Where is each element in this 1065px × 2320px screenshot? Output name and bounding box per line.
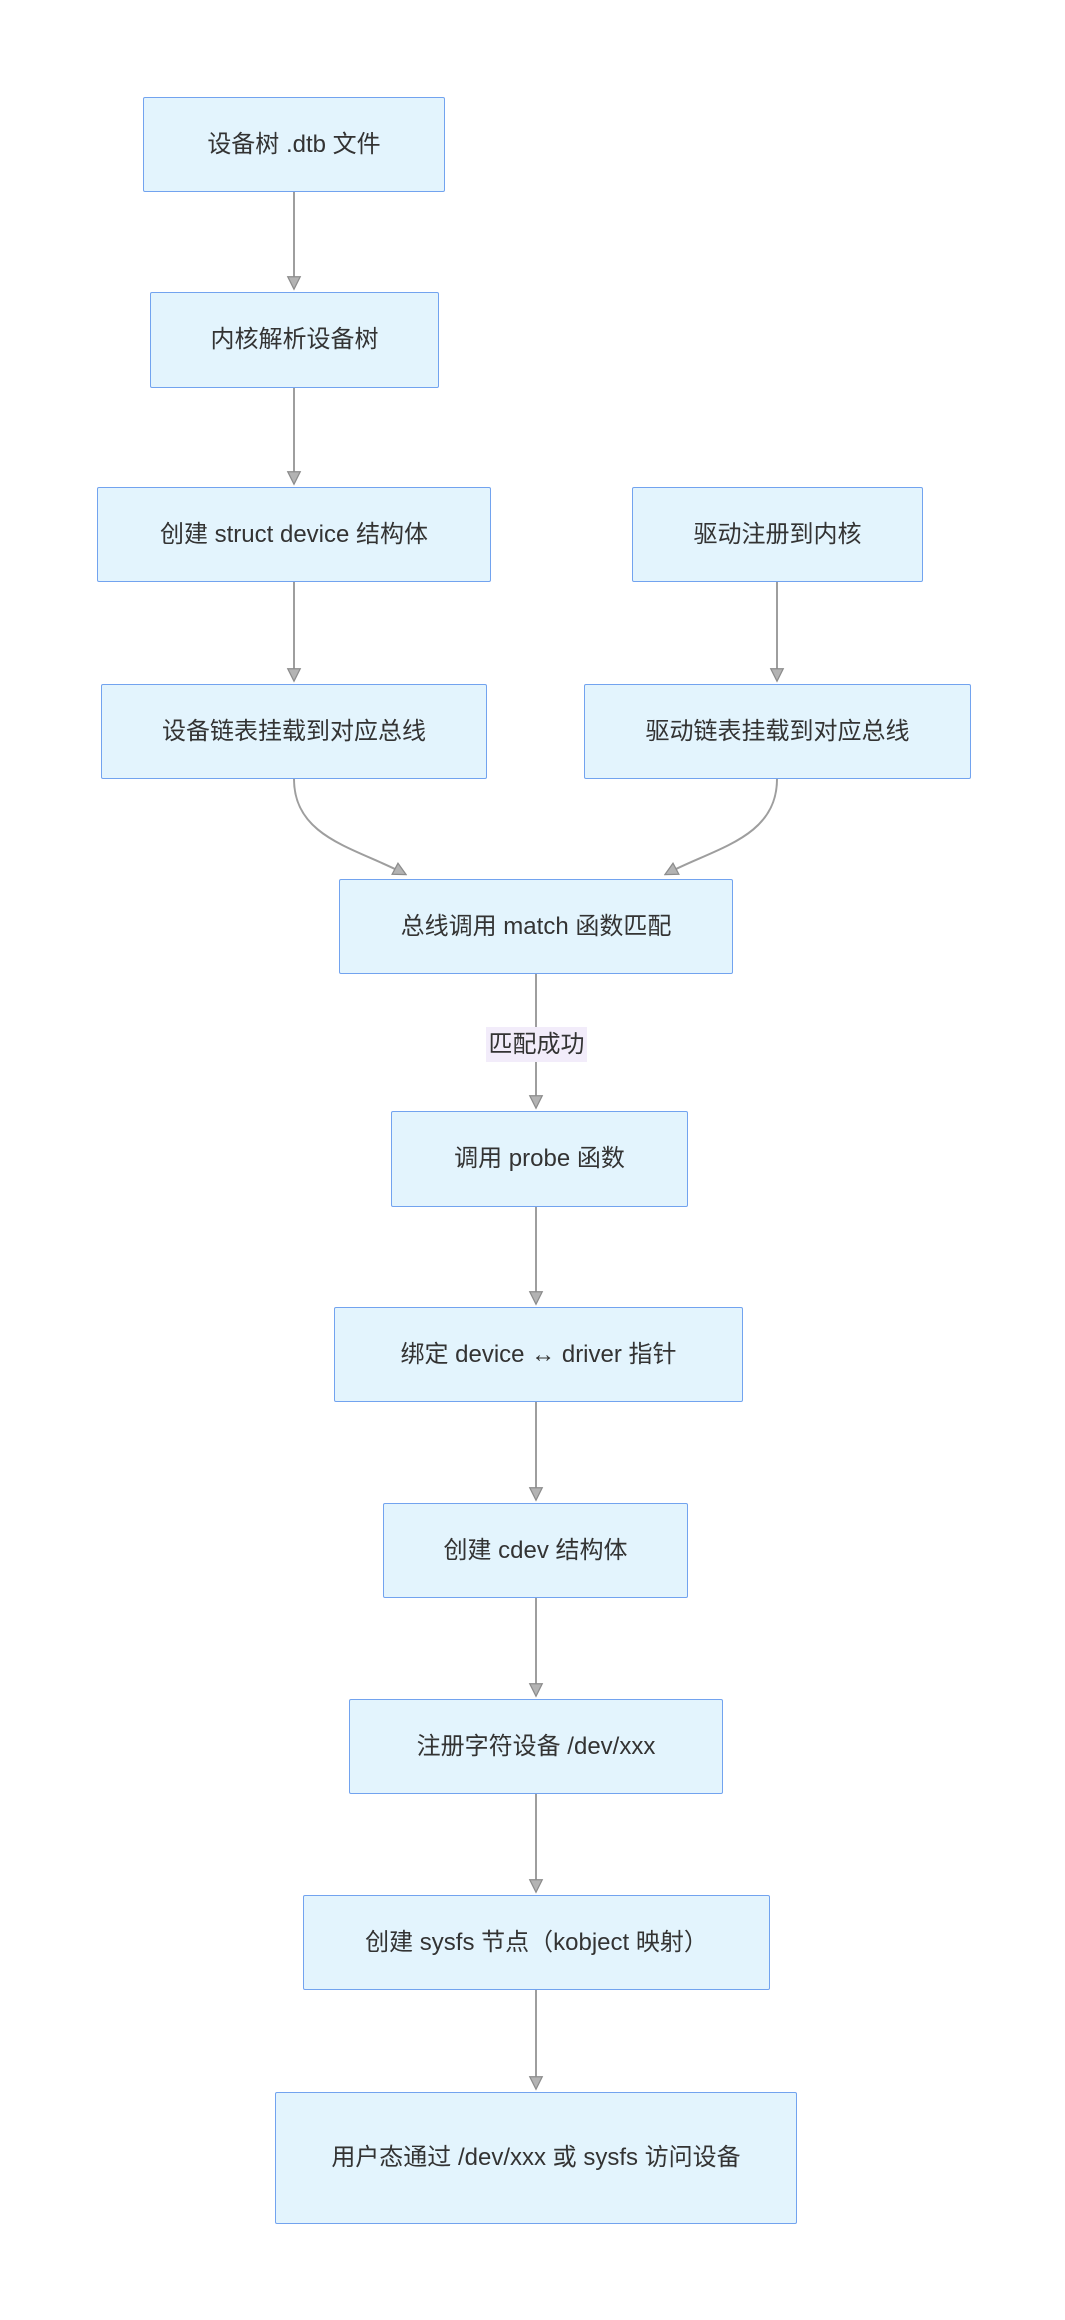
node-driver-list-to-bus: 驱动链表挂载到对应总线 [584,684,971,779]
node-bind-device-driver: 绑定 device ↔ driver 指针 [334,1307,743,1402]
node-create-cdev: 创建 cdev 结构体 [383,1503,688,1598]
node-device-list-to-bus-label: 设备链表挂载到对应总线 [162,717,426,745]
edge-drlist-to-match [666,778,778,874]
edge-label-match-success: 匹配成功 [486,1027,587,1062]
node-create-sysfs-node-label: 创建 sysfs 节点（kobject 映射） [365,1928,708,1956]
node-call-probe-label: 调用 probe 函数 [454,1145,625,1173]
node-dtb-file: 设备树 .dtb 文件 [143,97,445,192]
node-bus-match-label: 总线调用 match 函数匹配 [400,912,672,940]
node-userspace-access-label: 用户态通过 /dev/xxx 或 sysfs 访问设备 [331,2144,741,2172]
node-bind-device-driver-label: 绑定 device ↔ driver 指针 [400,1340,677,1368]
node-driver-list-to-bus-label: 驱动链表挂载到对应总线 [645,717,910,745]
node-create-sysfs-node: 创建 sysfs 节点（kobject 映射） [303,1895,770,1990]
node-userspace-access: 用户态通过 /dev/xxx 或 sysfs 访问设备 [275,2092,797,2224]
node-call-probe: 调用 probe 函数 [391,1111,688,1207]
node-register-chrdev: 注册字符设备 /dev/xxx [349,1699,723,1794]
node-driver-register-kernel-label: 驱动注册到内核 [693,520,862,548]
node-driver-register-kernel: 驱动注册到内核 [632,487,923,582]
node-register-chrdev-label: 注册字符设备 /dev/xxx [416,1732,656,1760]
node-kernel-parse-devicetree-label: 内核解析设备树 [210,326,379,354]
edge-dlist-to-match [293,778,405,874]
node-bus-match: 总线调用 match 函数匹配 [339,879,733,974]
node-create-struct-device-label: 创建 struct device 结构体 [159,520,429,548]
node-create-struct-device: 创建 struct device 结构体 [97,487,491,582]
node-kernel-parse-devicetree: 内核解析设备树 [150,292,439,388]
node-dtb-file-label: 设备树 .dtb 文件 [207,130,381,158]
node-create-cdev-label: 创建 cdev 结构体 [443,1536,628,1564]
node-device-list-to-bus: 设备链表挂载到对应总线 [101,684,487,779]
